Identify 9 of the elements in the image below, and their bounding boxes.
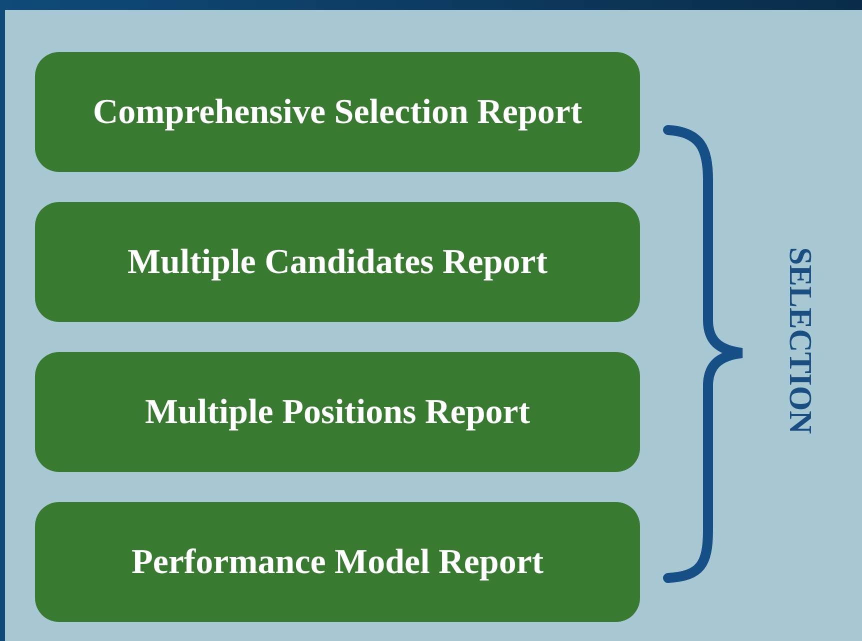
report-box	[35, 502, 640, 622]
box-title: Comprehensive Selection Report	[92, 92, 582, 132]
box-title: Multiple Candidates Report	[128, 242, 548, 282]
vertical-label: SELECTION	[781, 246, 818, 434]
report-box	[35, 352, 640, 472]
box-title: Multiple Positions Report	[145, 392, 530, 432]
report-box	[35, 202, 640, 322]
box-title: Performance Model Report	[131, 542, 544, 582]
report-box	[35, 52, 640, 172]
